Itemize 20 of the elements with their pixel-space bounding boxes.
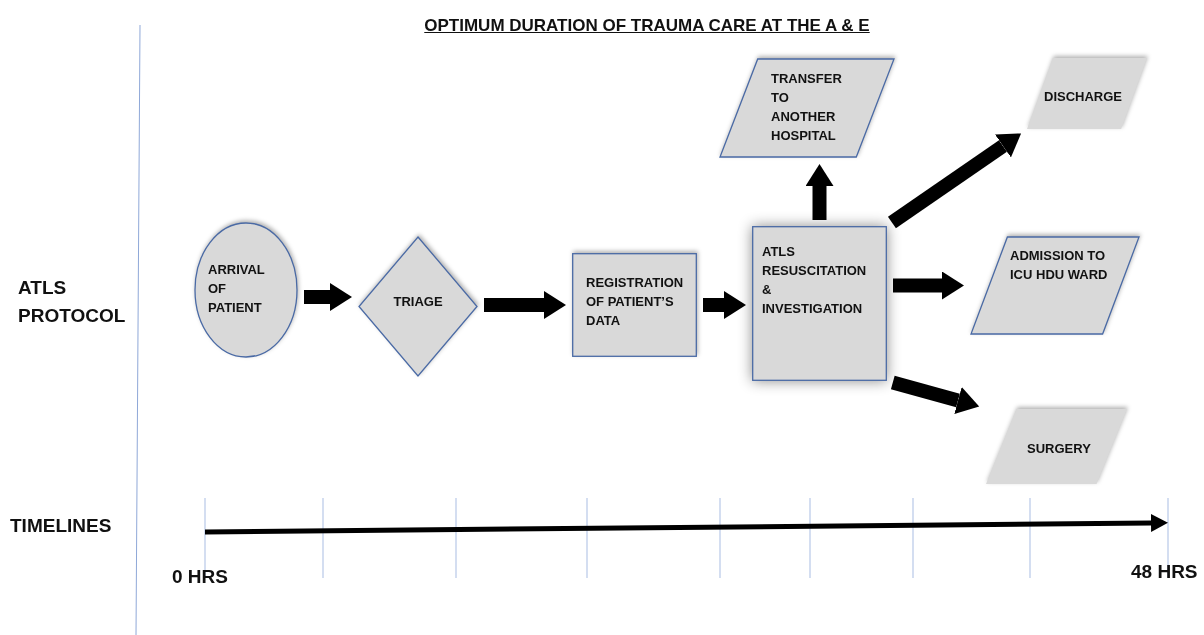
node-label: REGISTRATION OF PATIENT’S DATA	[586, 274, 685, 330]
node-label: SURGERY	[1027, 440, 1092, 458]
block-arrow	[890, 375, 980, 415]
node-label: TRIAGE	[392, 293, 444, 311]
row-label: TIMELINES	[10, 515, 112, 537]
block-arrow	[887, 133, 1022, 229]
node-label: TRANSFER TO ANOTHER HOSPITAL	[771, 70, 843, 145]
node-label: ATLS RESUSCITATION & INVESTIGATION	[762, 243, 868, 318]
axis-label: 48 HRS	[1131, 561, 1198, 583]
block-arrow	[484, 291, 566, 319]
block-arrow	[893, 271, 964, 300]
node-label: DISCHARGE	[1044, 88, 1123, 106]
block-arrow	[304, 283, 352, 311]
node-label: ARRIVAL OF PATIENT	[208, 261, 266, 317]
block-arrow	[703, 291, 746, 319]
block-arrow	[805, 164, 834, 220]
row-label: ATLS PROTOCOL	[18, 276, 127, 328]
node-label: ADMISSION TO ICU HDU WARD	[1010, 247, 1109, 284]
diagram-title: OPTIMUM DURATION OF TRAUMA CARE AT THE A & E	[423, 16, 871, 36]
axis-label: 0 HRS	[172, 566, 228, 588]
